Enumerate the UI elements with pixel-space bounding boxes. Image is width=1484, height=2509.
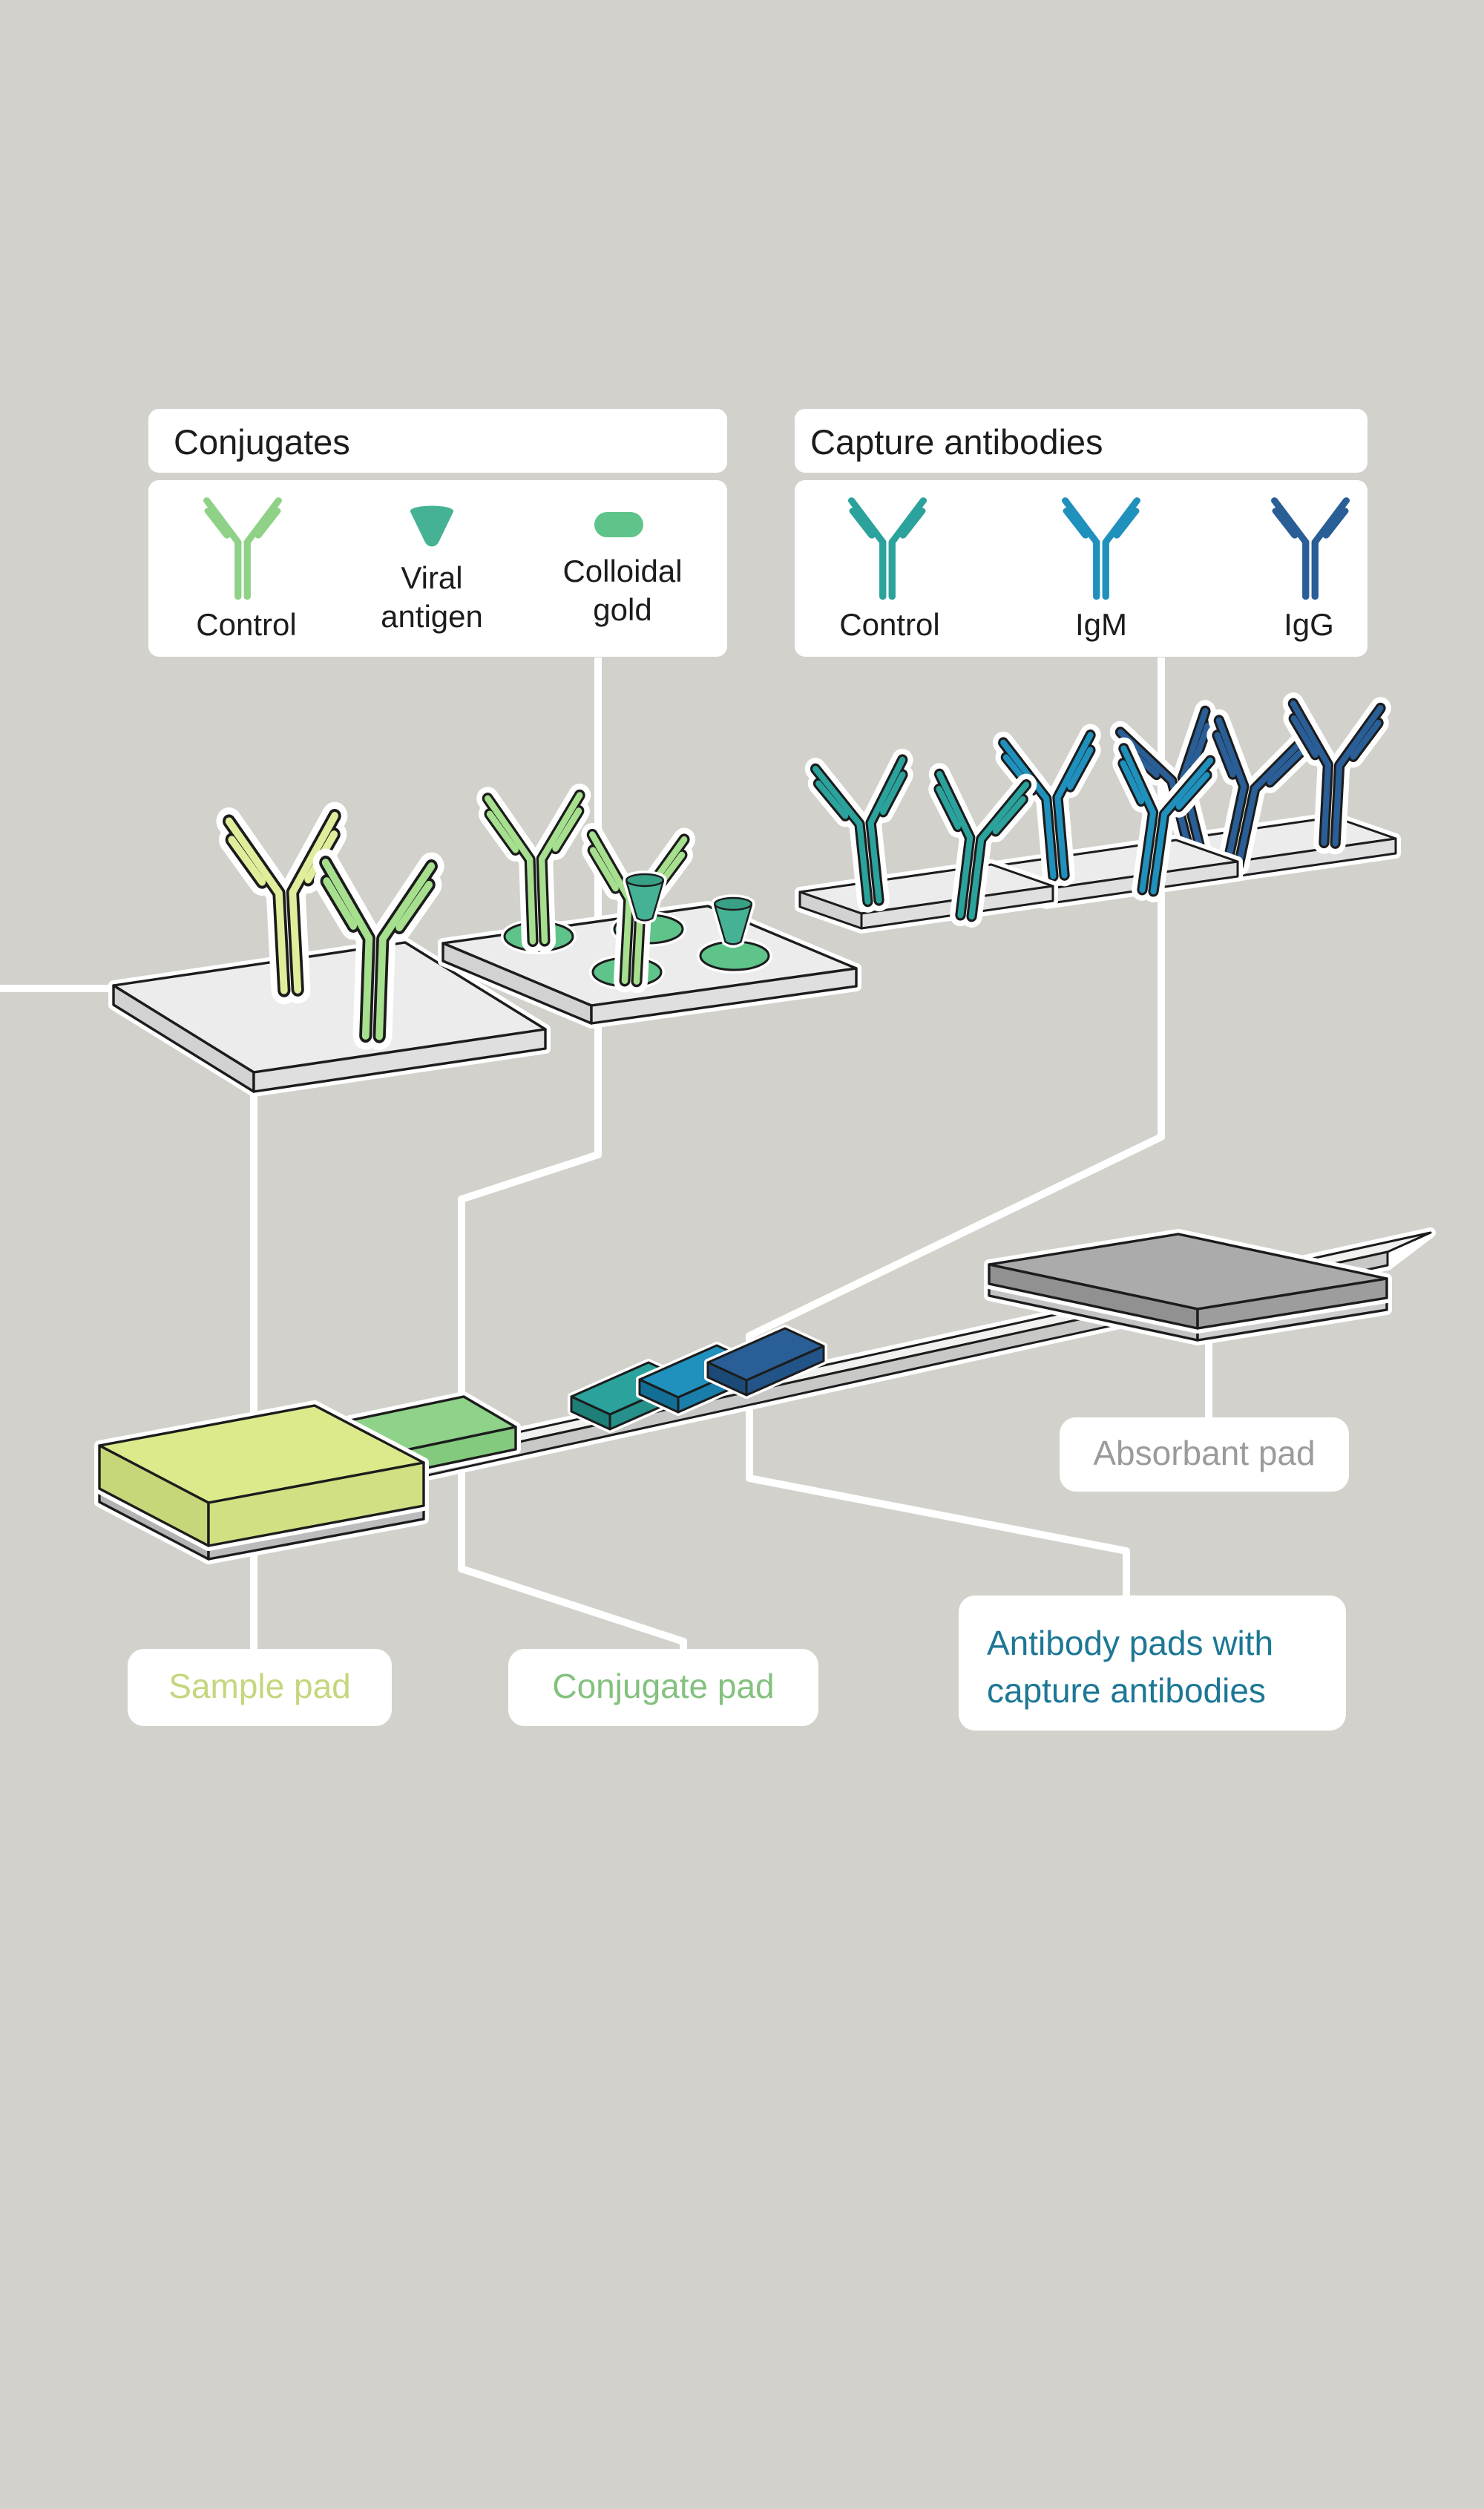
legend-item-label: Colloidal	[562, 554, 682, 588]
legend-item-label: IgM	[1075, 607, 1127, 642]
absorbant-pad	[984, 1229, 1392, 1345]
legend-conjugates-panel: Conjugates Control Viral antigen Colloid…	[148, 409, 727, 657]
sample-pad	[94, 1400, 429, 1564]
antibody-pad-igg	[704, 1325, 827, 1399]
control-conjugate-tray	[108, 816, 551, 1097]
sample-pad-label: Sample pad	[168, 1667, 351, 1705]
conjugate-pad-label: Conjugate pad	[552, 1667, 774, 1705]
legend-conjugates-title: Conjugates	[174, 422, 350, 462]
legend-conjugates-header	[148, 409, 727, 473]
legend-item-label: Control	[196, 607, 296, 642]
legend-capture-title: Capture antibodies	[810, 422, 1103, 462]
legend-capture-header	[795, 409, 1368, 473]
legend-item-label: Viral	[401, 560, 462, 595]
colloidal-gold-icon	[594, 512, 643, 537]
antibody-pads-label-line1: Antibody pads with	[987, 1624, 1273, 1662]
capture-control-tray	[795, 760, 1058, 934]
conjugate-pad-callout: Conjugate pad	[508, 1649, 818, 1726]
gold-conjugate-tray	[438, 796, 861, 1029]
antibody-pads-label-line2: capture antibodies	[987, 1671, 1266, 1710]
viral-antigen-cone-icon	[711, 894, 755, 944]
connector-conjugate-pad	[458, 657, 687, 1667]
absorbant-pad-label: Absorbant pad	[1093, 1434, 1315, 1472]
legend-item-label: IgG	[1284, 607, 1334, 642]
legend-item-label: Control	[839, 607, 939, 642]
legend-item-label: gold	[593, 592, 651, 627]
viral-antigen-cone-icon	[623, 870, 667, 920]
sample-pad-callout: Sample pad	[128, 1649, 392, 1726]
legend-conjugates-body	[148, 480, 727, 657]
legend-capture-panel: Capture antibodies Control IgM IgG	[795, 409, 1368, 657]
antibody-pads-callout: Antibody pads with capture antibodies	[959, 1595, 1346, 1731]
legend-item-label: antigen	[381, 599, 483, 634]
legend-capture-body	[795, 480, 1368, 657]
absorbant-pad-callout: Absorbant pad	[1060, 1417, 1349, 1492]
